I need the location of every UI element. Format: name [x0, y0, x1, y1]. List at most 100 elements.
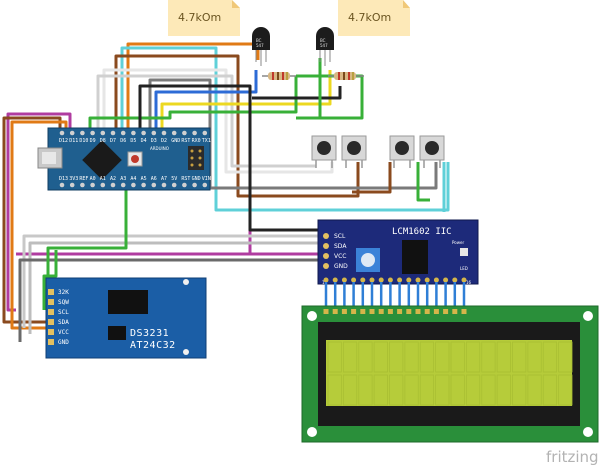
- arduino-pin: [120, 182, 126, 188]
- wire-brown-top: [114, 54, 360, 198]
- i2c-pin-label: SDA: [334, 243, 347, 250]
- rtc-pin-label: SQW: [58, 299, 69, 306]
- arduino-pin: [69, 130, 75, 136]
- i2c-power-label: Power: [452, 240, 464, 245]
- lcd-pin: [406, 309, 412, 314]
- lcd-pin-header: [323, 309, 467, 314]
- svg-text:547: 547: [320, 43, 328, 48]
- wire-green-top: [88, 76, 298, 128]
- lcd-pin: [387, 309, 393, 314]
- arduino-pin-label: A4: [130, 176, 136, 182]
- lcd-pin: [452, 309, 458, 314]
- lcd-pin: [323, 309, 329, 314]
- lcd-char-cell: [327, 341, 342, 373]
- i2c-pin-label: VCC: [334, 253, 346, 260]
- lcd-char-cell: [542, 374, 558, 406]
- arduino-pin-label: RST: [181, 138, 190, 144]
- arduino-pin: [90, 130, 95, 136]
- arduino-pin-label: D3: [151, 138, 157, 144]
- arduino-pin-label: D6: [120, 138, 126, 144]
- arduino-pin: [151, 182, 157, 188]
- arduino-pin: [141, 182, 146, 188]
- arduino-pin: [182, 182, 187, 188]
- arduino-pin-label: D12: [59, 138, 68, 144]
- lcd-char-cell: [496, 374, 511, 406]
- wire-grey-i2c: [22, 234, 330, 328]
- lcd-character-grid: [327, 341, 573, 406]
- lcd-char-cell: [512, 374, 527, 406]
- arduino-pin-label: A1: [100, 176, 106, 182]
- rtc-chip-label-2: AT24C32: [130, 340, 176, 351]
- lcd-char-cell: [358, 374, 373, 406]
- lcd-char-cell: [481, 341, 496, 373]
- arduino-pin-label: D7: [110, 138, 116, 144]
- wire-green-btn: [416, 162, 430, 202]
- i2c-header-pin: [378, 277, 384, 283]
- wire-yellow-top: [160, 70, 332, 128]
- lcd-char-cell: [465, 341, 481, 373]
- lcd-pin: [443, 309, 449, 314]
- lcd-char-cell: [373, 374, 388, 406]
- arduino-pin: [171, 182, 177, 188]
- lcd-char-cell: [450, 341, 465, 373]
- lcd-char-cell: [527, 374, 542, 406]
- arduino-pin: [161, 130, 167, 136]
- lcd-char-cell: [542, 341, 558, 373]
- lcd-pin: [397, 309, 403, 314]
- lcd-pin: [424, 309, 430, 314]
- i2c-header-pin: [424, 277, 430, 283]
- lcd-char-cell: [465, 374, 481, 406]
- arduino-pin-label: RST: [181, 176, 190, 182]
- lcd-char-cell: [389, 341, 404, 373]
- svg-text:BC: BC: [320, 38, 326, 43]
- arduino-pin-label: 3V3: [69, 176, 78, 182]
- arduino-pin: [59, 130, 65, 136]
- note-left-text: 4.7kOm: [178, 11, 221, 24]
- svg-text:547: 547: [256, 43, 264, 48]
- wire-orange-top: [126, 42, 260, 128]
- i2c-pin-end: 16: [466, 280, 472, 285]
- lcd-pin: [360, 309, 366, 314]
- rtc-pin: [48, 319, 54, 325]
- i2c-header-pin: [397, 277, 403, 283]
- arduino-pin: [131, 130, 136, 136]
- wire-magenta-2: [16, 196, 330, 256]
- arduino-pin-label: GND: [171, 138, 180, 144]
- wire-brown-btn: [352, 162, 392, 194]
- wire-grey-i2c-2: [28, 241, 330, 334]
- i2c-pin: [323, 263, 329, 269]
- arduino-pin-label: GND: [192, 176, 201, 182]
- lcd-char-cell: [327, 374, 342, 406]
- lcd-pin: [433, 309, 439, 314]
- i2c-header-pin: [341, 277, 347, 283]
- lcd-char-cell: [558, 341, 573, 373]
- i2c-header-pin: [351, 277, 357, 283]
- lcd-char-cell: [481, 374, 496, 406]
- lcd-pin: [461, 309, 467, 314]
- arduino-pin-label: D8: [100, 138, 106, 144]
- arduino-pin: [151, 130, 157, 136]
- arduino-pin-label: D9: [90, 138, 96, 144]
- arduino-pin: [131, 182, 136, 188]
- arduino-pin: [120, 130, 126, 136]
- arduino-pin: [100, 130, 106, 136]
- arduino-pin-label: D2: [161, 138, 167, 144]
- i2c-pin-start: 1: [322, 280, 325, 285]
- wire-green-tr: [296, 58, 322, 120]
- push-button-2: [341, 135, 367, 168]
- i2c-header-pin: [360, 277, 366, 283]
- arduino-pin: [141, 130, 146, 136]
- transistor-right: BC 547: [316, 27, 334, 66]
- wire-dark-left: [18, 258, 330, 342]
- wire-black-top: [138, 84, 330, 232]
- arduino-pin: [192, 130, 197, 136]
- i2c-title: LCM1602 IIC: [392, 227, 452, 237]
- wire-green-rtc: [42, 250, 58, 310]
- lcd-char-cell: [558, 374, 573, 406]
- note-right: 4.7kOm: [338, 0, 410, 36]
- arduino-pin-label: D4: [141, 138, 147, 144]
- lcd-char-cell: [450, 374, 465, 406]
